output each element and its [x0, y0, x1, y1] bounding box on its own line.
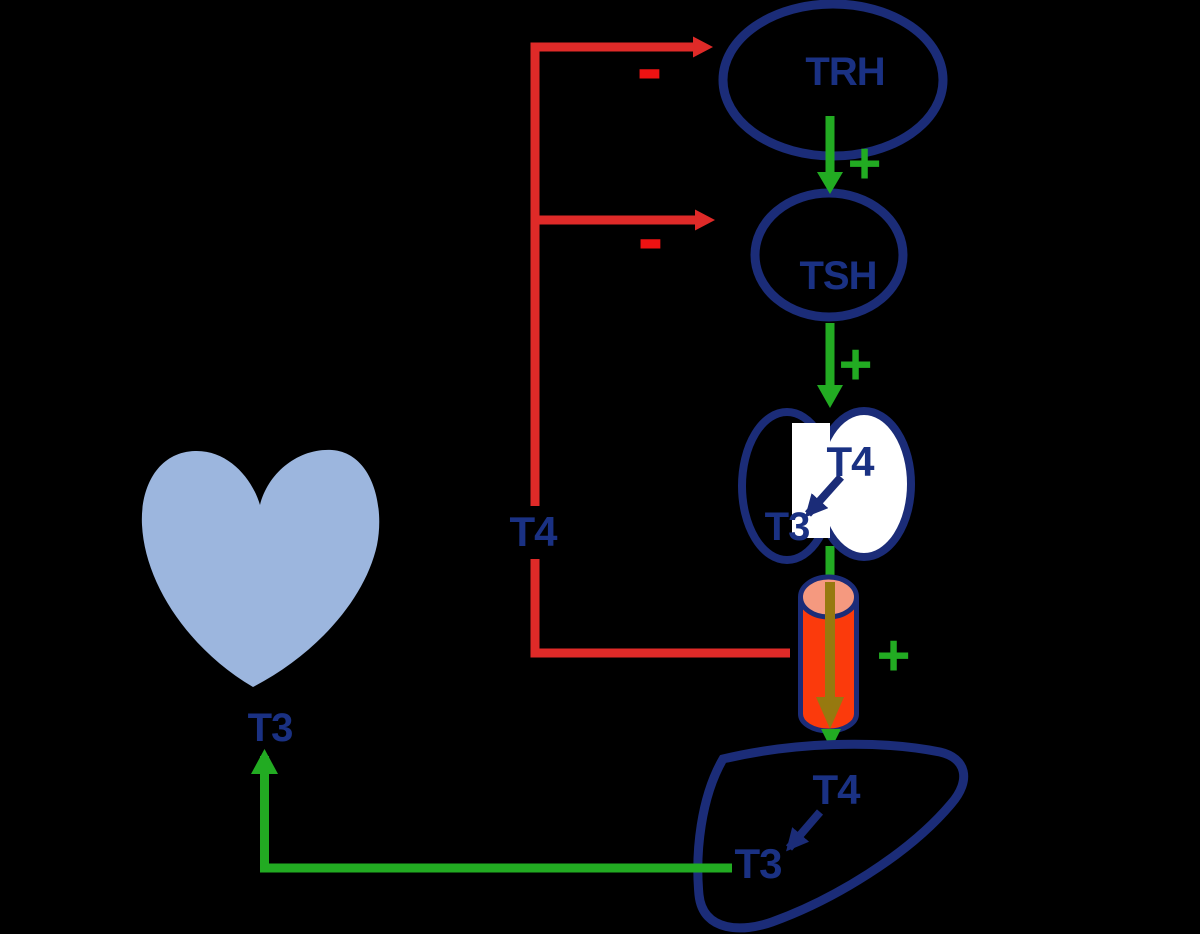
- feedback-arrowhead-tsh: [695, 209, 715, 231]
- plus-sign-transporter: +: [876, 623, 911, 688]
- thyroid-t3-label: T3: [764, 505, 811, 549]
- minus-sign-trh: -: [636, 23, 663, 111]
- plasma-t4-label: T4: [509, 508, 557, 555]
- trh-stimulation-arrow: [817, 116, 843, 194]
- liver-t3-label: T3: [734, 840, 782, 887]
- negative-feedback-line: [530, 36, 790, 658]
- t4-transport-arrow: [816, 582, 844, 749]
- minus-sign-tsh: -: [637, 193, 664, 281]
- thyroid-t4-label: T4: [826, 438, 874, 485]
- heart-t3-label: T3: [247, 706, 294, 750]
- t4-to-t3-arrow-liver: [785, 809, 824, 852]
- thyroid-highlight-rect: [792, 423, 830, 538]
- pituitary-node: [750, 188, 908, 322]
- plus-sign-trh-tsh: +: [847, 131, 882, 196]
- plus-sign-tsh-thyroid: +: [838, 332, 873, 397]
- trh-label: TRH: [805, 50, 885, 94]
- heart-shape: [141, 449, 380, 687]
- liver-t4-label: T4: [812, 766, 860, 813]
- thyroid-gland-shape: [738, 407, 915, 564]
- liver-shape: [693, 739, 969, 933]
- tsh-label: TSH: [799, 254, 878, 298]
- t4-to-t3-arrow-thyroid: [805, 474, 844, 518]
- feedback-arrowhead-trh: [693, 36, 713, 58]
- t3-delivery-arrow: [251, 749, 732, 873]
- tsh-stimulation-arrow: [817, 323, 843, 408]
